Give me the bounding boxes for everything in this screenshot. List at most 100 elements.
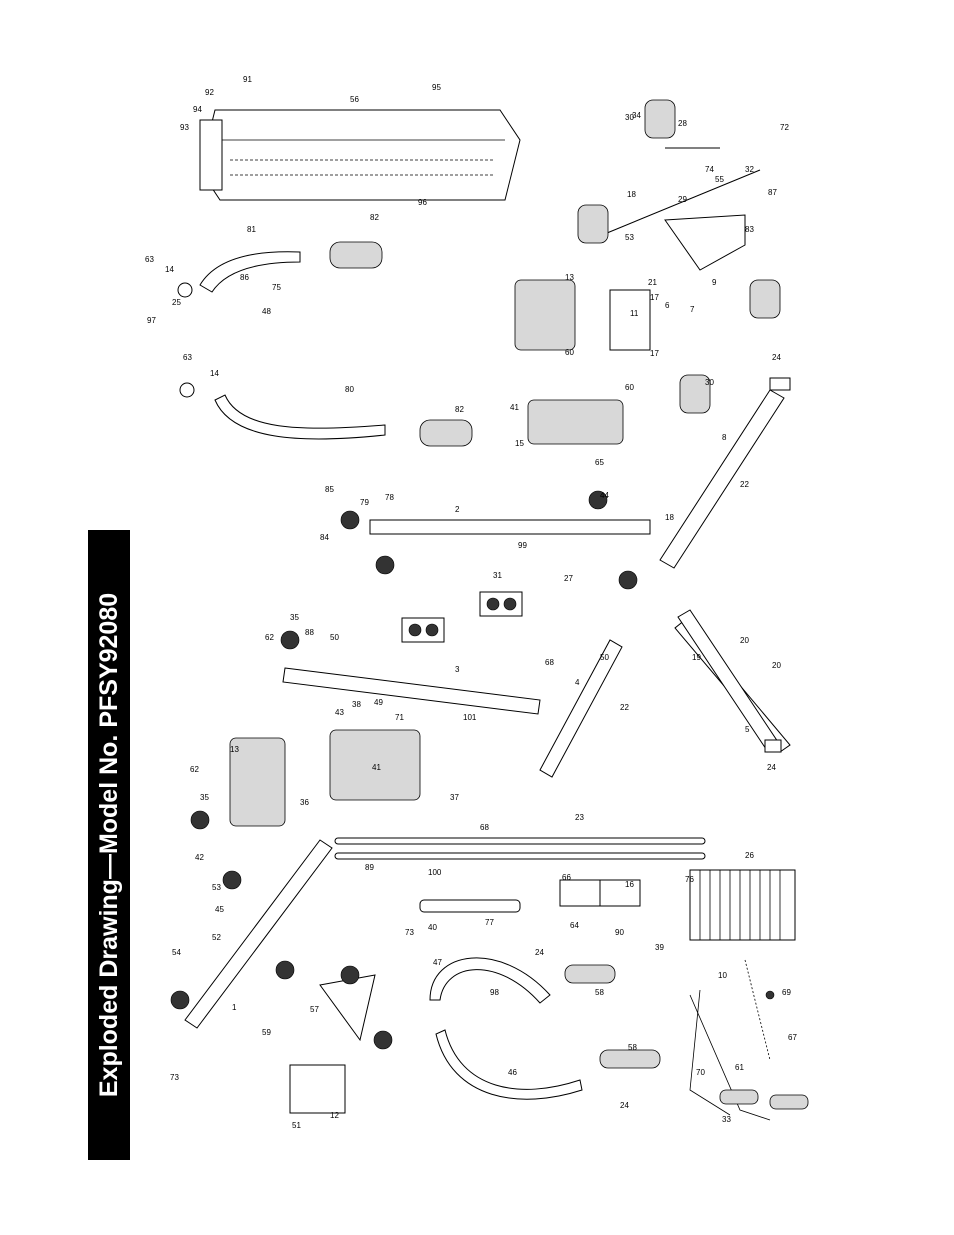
- callout-23: 23: [575, 813, 584, 822]
- callout-17b: 17: [650, 349, 659, 358]
- title-bar: [88, 530, 130, 1160]
- callout-20: 20: [740, 636, 749, 645]
- callout-24b: 24: [767, 763, 776, 772]
- callout-13: 13: [565, 273, 574, 282]
- callout-63: 63: [145, 255, 154, 264]
- callout-62: 62: [265, 633, 274, 642]
- callout-24d: 24: [620, 1101, 629, 1110]
- callout-88: 88: [305, 628, 314, 637]
- callout-95: 95: [432, 83, 441, 92]
- callout-15: 15: [515, 439, 524, 448]
- callout-60: 60: [565, 348, 574, 357]
- callout-26: 26: [745, 851, 754, 860]
- upright-beam-assembly: [199, 109, 521, 201]
- callout-40: 40: [428, 923, 437, 932]
- callout-90: 90: [615, 928, 624, 937]
- callout-53: 53: [212, 883, 221, 892]
- callout-34: 34: [632, 111, 641, 120]
- callout-97: 97: [147, 316, 156, 325]
- callout-51: 51: [292, 1121, 301, 1130]
- callout-2: 2: [455, 505, 460, 514]
- callout-4: 4: [575, 678, 580, 687]
- callout-58: 58: [628, 1043, 637, 1052]
- callout-30b: 30: [705, 378, 714, 387]
- callout-22b: 22: [620, 703, 629, 712]
- callout-41b: 41: [510, 403, 519, 412]
- callout-37: 37: [450, 793, 459, 802]
- press-arms: [429, 957, 661, 1100]
- callout-68b: 68: [480, 823, 489, 832]
- callout-labels: 1 2 3 4 5 6 7 8 9 10 11 12 13 13 14 14 1…: [145, 75, 797, 1130]
- callout-14b: 14: [210, 369, 219, 378]
- callout-18: 18: [627, 190, 636, 199]
- callout-78: 78: [385, 493, 394, 502]
- callout-69: 69: [782, 988, 791, 997]
- callout-77: 77: [485, 918, 494, 927]
- callout-35: 35: [290, 613, 299, 622]
- callout-22: 22: [740, 480, 749, 489]
- callout-50b: 50: [600, 653, 609, 662]
- callout-32: 32: [745, 165, 754, 174]
- callout-16: 16: [625, 880, 634, 889]
- callout-64: 64: [570, 921, 579, 930]
- callout-63b: 63: [183, 353, 192, 362]
- callout-56: 56: [350, 95, 359, 104]
- callout-39: 39: [655, 943, 664, 952]
- callout-10: 10: [718, 971, 727, 980]
- callout-74: 74: [705, 165, 714, 174]
- pads: [229, 279, 624, 827]
- callout-94: 94: [193, 105, 202, 114]
- callout-30: 30: [625, 113, 634, 122]
- callout-12: 12: [330, 1111, 339, 1120]
- callout-7: 7: [690, 305, 695, 314]
- callout-58b: 58: [595, 988, 604, 997]
- callout-65: 65: [595, 458, 604, 467]
- lower-left-frame: [170, 810, 393, 1114]
- vertical-posts: [280, 490, 651, 715]
- callout-45: 45: [215, 905, 224, 914]
- callout-25: 25: [172, 298, 181, 307]
- callout-8: 8: [722, 433, 727, 442]
- front-foot: [677, 609, 782, 753]
- callout-60b: 60: [625, 383, 634, 392]
- callout-91: 91: [243, 75, 252, 84]
- callout-55: 55: [715, 175, 724, 184]
- handles-chain: [689, 959, 809, 1121]
- callout-24c: 24: [535, 948, 544, 957]
- callout-82b: 82: [455, 405, 464, 414]
- callout-92: 92: [205, 88, 214, 97]
- callout-52: 52: [212, 933, 221, 942]
- callout-49: 49: [374, 698, 383, 707]
- callout-67: 67: [788, 1033, 797, 1042]
- guide-rods-weight-stack: [334, 837, 796, 941]
- callout-21: 21: [648, 278, 657, 287]
- callout-18b: 18: [665, 513, 674, 522]
- callout-41: 41: [372, 763, 381, 772]
- callout-68: 68: [545, 658, 554, 667]
- callout-31: 31: [493, 571, 502, 580]
- callout-46: 46: [508, 1068, 517, 1077]
- callout-70: 70: [696, 1068, 705, 1077]
- callout-73: 73: [170, 1073, 179, 1082]
- callout-76: 76: [685, 875, 694, 884]
- callout-5: 5: [745, 725, 750, 734]
- callout-53b: 53: [625, 233, 634, 242]
- callout-6: 6: [665, 301, 670, 310]
- callout-79: 79: [360, 498, 369, 507]
- callout-54: 54: [172, 948, 181, 957]
- callout-75: 75: [272, 283, 281, 292]
- callout-83: 83: [745, 225, 754, 234]
- callout-35b: 35: [200, 793, 209, 802]
- callout-33: 33: [722, 1115, 731, 1124]
- arm-assemblies: [177, 241, 473, 447]
- callout-73b: 73: [405, 928, 414, 937]
- callout-36: 36: [300, 798, 309, 807]
- callout-84: 84: [320, 533, 329, 542]
- callout-86: 86: [240, 273, 249, 282]
- callout-89: 89: [365, 863, 374, 872]
- callout-96: 96: [418, 198, 427, 207]
- callout-14: 14: [165, 265, 174, 274]
- callout-81: 81: [247, 225, 256, 234]
- callout-99: 99: [518, 541, 527, 550]
